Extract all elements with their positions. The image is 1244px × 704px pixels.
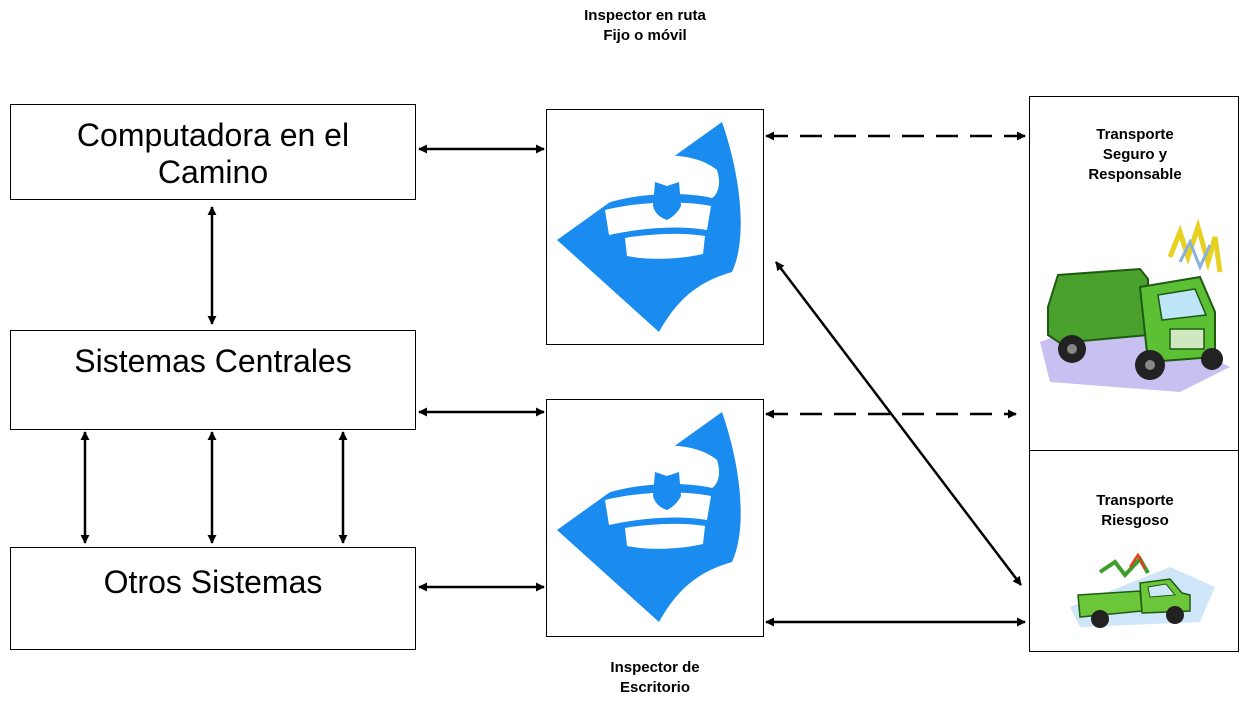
wheel-shape [1145,360,1155,370]
route-inspector-to-risky-transport-arrow [775,261,1022,586]
cap-brim-shape [625,523,705,549]
risky-transport-label-line-1: Transporte [1096,492,1174,509]
wheel-shape [1091,610,1109,628]
safe-transport-label-line-3: Responsable [1088,166,1182,183]
wheel-shape [1201,348,1223,370]
wheel-shape [1067,344,1077,354]
roadside-computer-box: Computadora en el Camino [10,104,416,200]
safe-transport-label-line-2: Seguro y [1102,146,1168,163]
roadside-computer-label-line-1: Computadora en el [76,117,350,153]
police-cap-badge-icon [557,412,741,622]
inspector-route-caption: Inspector en ruta Fijo o móvil [545,6,745,46]
risky-transport-box: Transporte Riesgoso [1029,450,1239,652]
inspector-desk-caption-line-1: Inspector de [610,659,700,676]
risky-transport-label-line-2: Riesgoso [1101,512,1169,529]
other-systems-box: Otros Sistemas [10,547,416,650]
inspector-route-box [546,109,764,345]
badge-shape [653,472,681,510]
pickup-truck-icon [1070,552,1215,628]
garbage-truck-icon [1040,218,1230,392]
cap-band-shape [605,202,711,235]
lightning-shape-2 [1128,552,1147,570]
window-shape [1147,583,1176,598]
grille-shape [1169,328,1205,350]
windshield-shape [1157,288,1208,321]
safe-transport-label-line-1: Transporte [1096,126,1174,143]
lightning-shape-2 [1178,238,1212,271]
wheel-shape [1166,606,1184,624]
safe-transport-label: Transporte Seguro y Responsable [1030,125,1240,185]
central-systems-box: Sistemas Centrales [10,330,416,430]
cap-top-shape [594,155,720,205]
police-cap-badge-icon [557,122,741,332]
inspector-route-caption-line-2: Fijo o móvil [603,27,687,44]
cap-band-shape [605,492,711,525]
other-systems-label: Otros Sistemas [103,564,323,600]
badge-shape [653,182,681,220]
cap-brim-shape [625,233,705,259]
cap-top-shape [594,445,720,495]
inspector-desk-caption: Inspector de Escritorio [555,658,755,698]
roadside-computer-label-line-2: Camino [157,154,269,190]
risky-transport-label: Transporte Riesgoso [1030,491,1240,531]
inspector-desk-box [546,399,764,637]
central-systems-label: Sistemas Centrales [74,343,352,379]
inspector-route-caption-line-1: Inspector en ruta [584,7,706,24]
lightning-shape [1167,218,1223,273]
inspector-desk-caption-line-2: Escritorio [619,679,691,696]
roadside-computer-label: Computadora en el Camino [11,117,415,191]
